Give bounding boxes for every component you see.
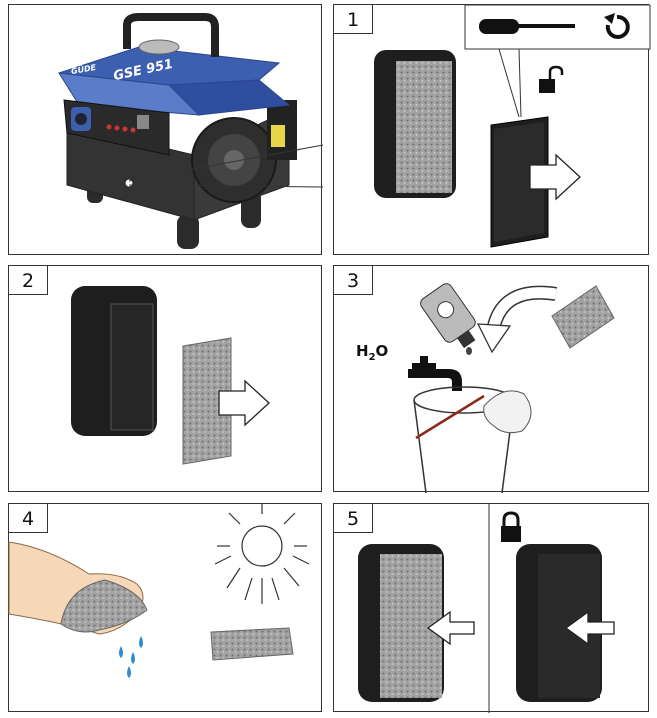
step-number: 3 [333, 265, 373, 295]
step-3-panel: 3 [333, 265, 649, 494]
lock-icon [501, 511, 521, 542]
step-1-illustration [374, 4, 651, 248]
step-4-illustration [8, 504, 310, 678]
step-number: 5 [333, 503, 373, 533]
step-2-illustration [71, 286, 270, 465]
step-2-panel: 2 [8, 265, 322, 492]
step-number: 2 [8, 265, 48, 295]
faucet-icon [408, 356, 462, 391]
oil-bottle-icon [420, 283, 476, 349]
screwdriver-icon [479, 19, 575, 34]
unlock-icon [539, 65, 564, 93]
step-5-panel: 5 [333, 503, 649, 713]
water-formula: H2O [356, 342, 389, 363]
step-number: 1 [333, 4, 373, 34]
rotate-ccw-icon [604, 13, 630, 39]
step-3-illustration [408, 283, 615, 494]
step-number: 4 [8, 503, 48, 533]
step-4-panel: 4 [8, 503, 322, 712]
generator-panel: GÜDE GSE 951 [8, 4, 324, 255]
sun-icon [214, 504, 310, 604]
generator-illustration [58, 13, 324, 249]
step-5-illustration [358, 504, 615, 713]
step-1-panel: 1 [333, 4, 651, 255]
